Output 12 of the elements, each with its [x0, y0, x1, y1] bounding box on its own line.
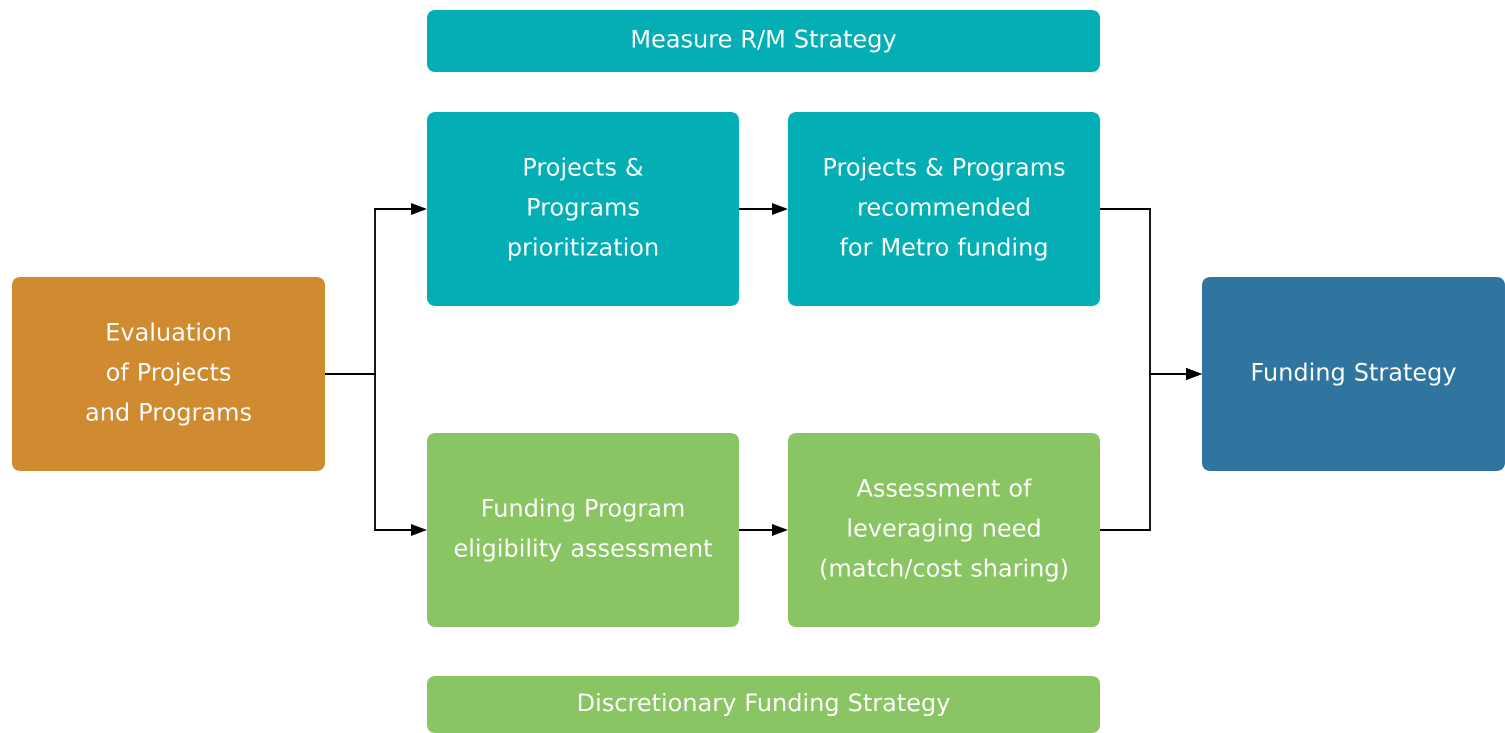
process-box: Assessment of leveraging need (match/cost sharing) — [788, 433, 1100, 627]
process-box: Evaluation of Projects and Programs — [12, 277, 325, 471]
process-box: Funding Program eligibility assessment — [427, 433, 739, 627]
arrow — [738, 524, 788, 536]
arrow — [324, 373, 427, 536]
arrow — [1099, 368, 1202, 531]
outcome-box: Funding Strategy — [1202, 277, 1505, 471]
process-box: Projects & Programs prioritization — [427, 112, 739, 306]
arrow — [738, 203, 788, 215]
strategy-band: Discretionary Funding Strategy — [427, 676, 1100, 733]
strategy-band: Measure R/M Strategy — [427, 10, 1100, 72]
process-box: Projects & Programs recommended for Metro funding — [788, 112, 1100, 306]
